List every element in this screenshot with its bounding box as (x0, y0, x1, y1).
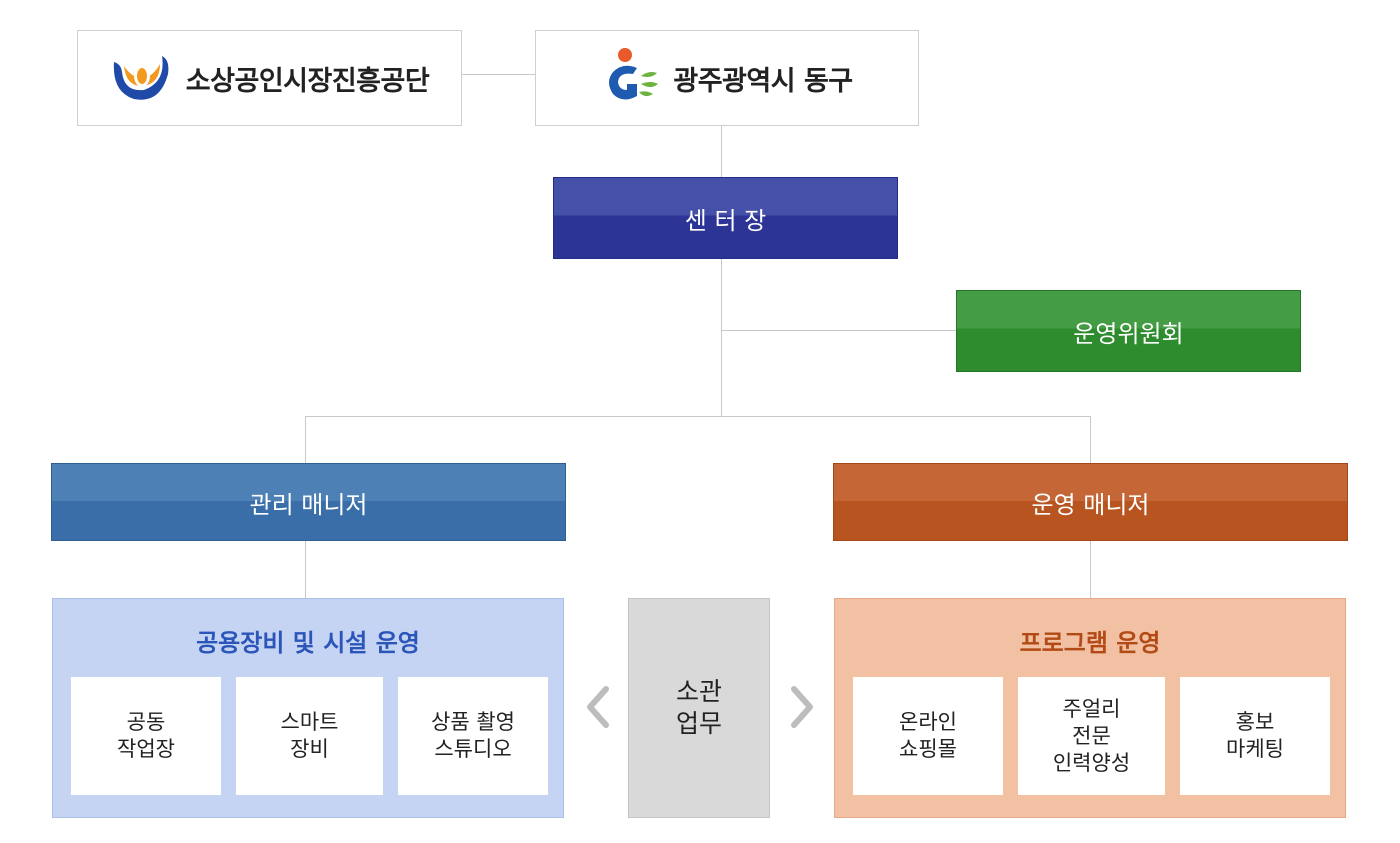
gwangju-donggu-logo-icon (609, 48, 659, 100)
director-label: 센 터 장 (684, 206, 767, 235)
connector-managers-horizontal (305, 416, 1091, 417)
jurisdiction-box: 소관 업무 (628, 598, 770, 818)
ops-manager-box: 운영 매니저 (833, 463, 1348, 541)
chevron-right-icon (791, 686, 813, 728)
connector-donggu-to-director (721, 126, 722, 177)
donggu-logo-box: 광주광역시 동구 (535, 30, 919, 126)
ops-manager-label: 운영 매니저 (1031, 490, 1150, 519)
programs-panel-title: 프로그램 운영 (1019, 629, 1161, 657)
admin-manager-box: 관리 매니저 (51, 463, 566, 541)
connector-ops-to-panel (1090, 541, 1091, 598)
semas-logo-box: 소상공인시장진흥공단 (77, 30, 462, 126)
facilities-panel: 공용장비 및 시설 운영 공동 작업장 스마트 장비 상품 촬영 스튜디오 (52, 598, 564, 818)
program-card-marketing: 홍보 마케팅 (1180, 677, 1330, 795)
connector-ops-drop (1090, 416, 1091, 463)
connector-logos (462, 74, 535, 75)
semas-logo-text: 소상공인시장진흥공단 (185, 65, 430, 97)
facilities-panel-title: 공용장비 및 시설 운영 (196, 629, 420, 657)
program-card-jewelry-training: 주얼리 전문 인력양성 (1018, 677, 1165, 795)
connector-director-trunk (721, 259, 722, 416)
connector-admin-drop (305, 416, 306, 463)
committee-box: 운영위원회 (956, 290, 1301, 372)
director-box: 센 터 장 (553, 177, 898, 259)
connector-committee (721, 330, 956, 331)
connector-admin-to-panel (305, 541, 306, 598)
admin-manager-label: 관리 매니저 (249, 490, 368, 519)
programs-panel: 프로그램 운영 온라인 쇼핑몰 주얼리 전문 인력양성 홍보 마케팅 (834, 598, 1346, 818)
facility-card-workshop: 공동 작업장 (71, 677, 221, 795)
facility-card-photo-studio: 상품 촬영 스튜디오 (398, 677, 548, 795)
program-card-online-mall: 온라인 쇼핑몰 (853, 677, 1003, 795)
facility-card-smart-equipment: 스마트 장비 (236, 677, 383, 795)
chevron-left-icon (587, 686, 609, 728)
semas-logo-icon (113, 56, 169, 100)
donggu-logo-text: 광주광역시 동구 (673, 65, 853, 97)
committee-label: 운영위원회 (1073, 319, 1184, 348)
